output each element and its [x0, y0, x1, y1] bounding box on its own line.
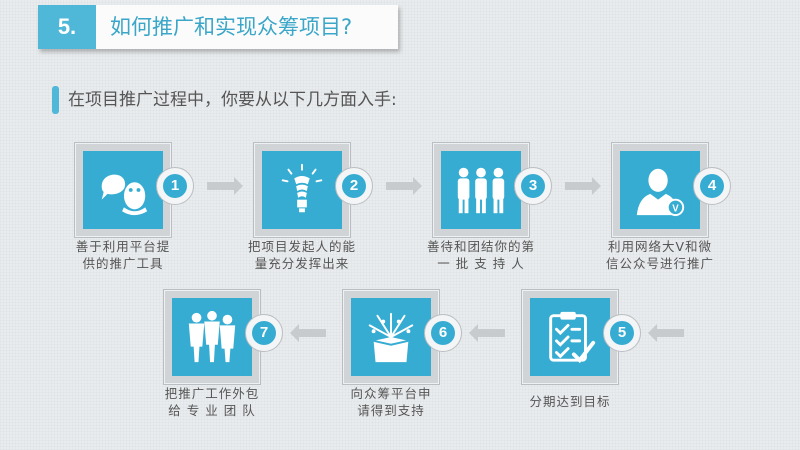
step-3-badge: 3	[514, 167, 552, 205]
step-2-label: 把项目发起人的能量充分发挥出来	[247, 239, 356, 271]
section-number: 5.	[38, 5, 96, 49]
step-5-label: 分期达到目标	[529, 394, 611, 409]
step-1-badge: 1	[156, 167, 194, 205]
people-group-icon	[457, 167, 505, 214]
title-banner: 5. 如何推广和实现众筹项目?	[38, 5, 398, 49]
step-7-label: 把推广工作外包给 专 业 团 队	[164, 386, 260, 418]
step-1-label: 善于利用平台提供的推广工具	[75, 239, 171, 271]
arrow-2-3	[386, 177, 422, 195]
step-4-badge: 4	[693, 167, 731, 205]
arrow-3-4	[565, 177, 601, 195]
step-1-tile	[74, 142, 172, 238]
step-5-badge: 5	[603, 314, 641, 352]
page-title: 如何推广和实现众筹项目?	[110, 15, 353, 39]
step-7-tile	[163, 289, 261, 385]
step-4-tile: V	[611, 142, 709, 238]
checklist-icon	[549, 311, 596, 364]
step-6-badge: 6	[424, 314, 462, 352]
subtitle: 在项目推广过程中，你要从以下几方面入手:	[68, 90, 397, 110]
step-2-badge: 2	[335, 167, 373, 205]
step-3-label: 善待和团结你的第一 批 支 持 人	[426, 239, 535, 271]
arrow-1-2	[207, 177, 243, 195]
arrow-6-7	[290, 324, 326, 342]
team-icon	[188, 310, 236, 363]
gift-box-icon	[368, 312, 414, 363]
subtitle-marker	[52, 86, 59, 114]
arrow-5-6	[469, 324, 505, 342]
step-3-tile	[432, 142, 530, 238]
verified-user-icon: V	[636, 168, 685, 217]
step-4-label: 利用网络大V和微信公众号进行推广	[605, 239, 714, 271]
svg-text:V: V	[672, 203, 679, 214]
step-5-tile	[521, 289, 619, 385]
step-6-label: 向众筹平台申请得到支持	[350, 386, 432, 418]
arrow-into-5	[648, 324, 684, 342]
social-chat-icon	[101, 174, 148, 216]
lightbulb-icon	[281, 163, 323, 213]
step-6-tile	[342, 289, 440, 385]
step-7-badge: 7	[245, 314, 283, 352]
